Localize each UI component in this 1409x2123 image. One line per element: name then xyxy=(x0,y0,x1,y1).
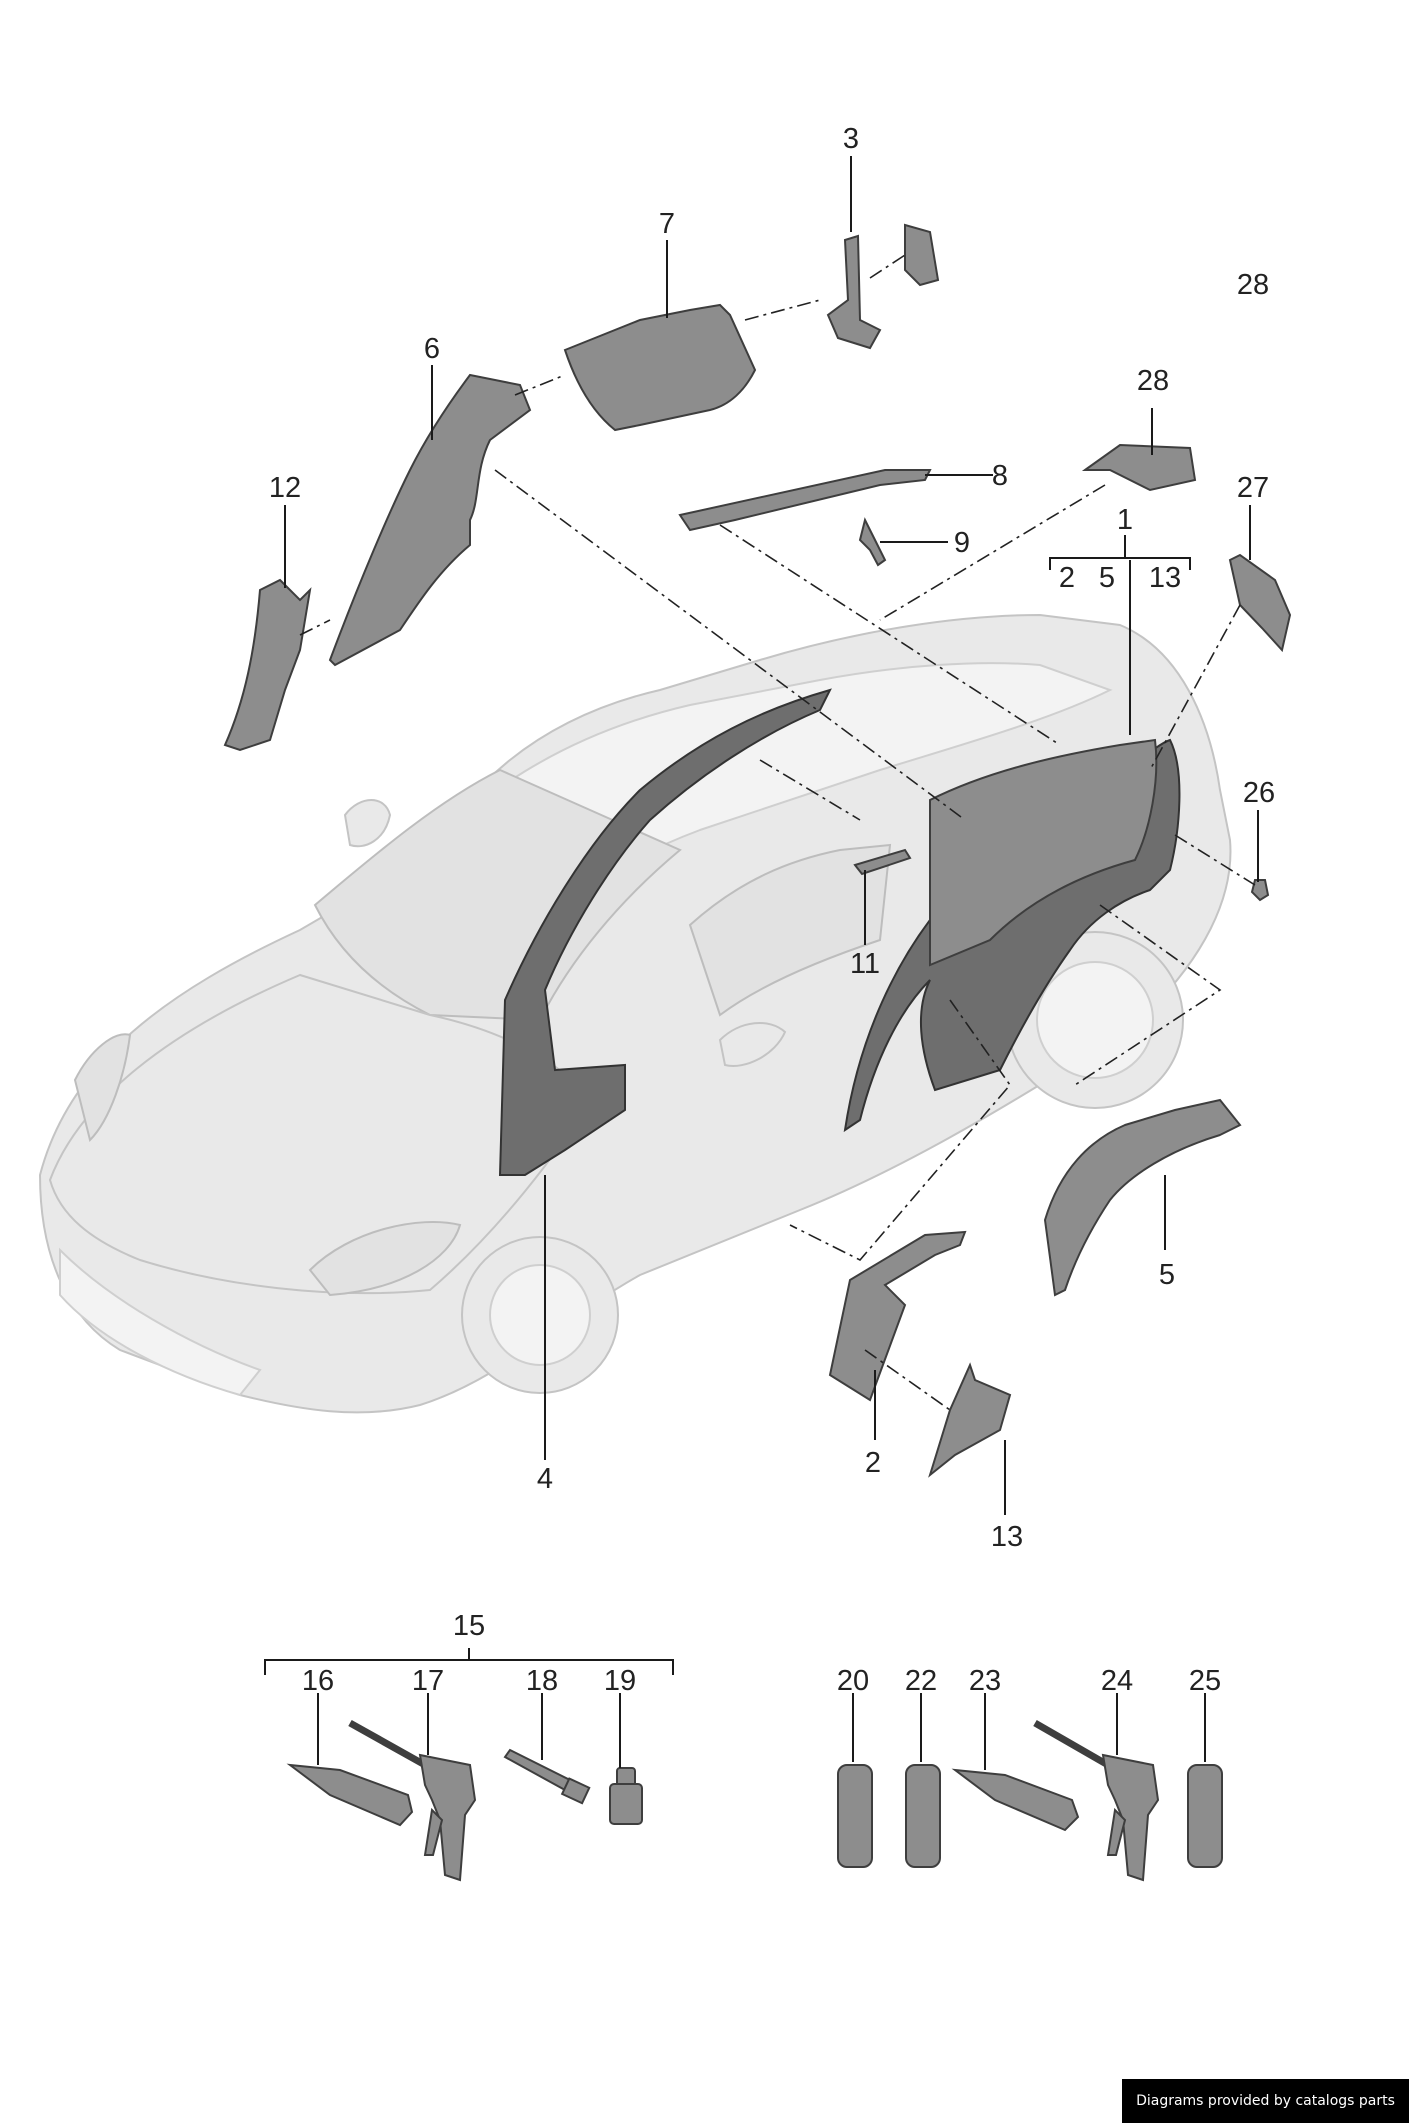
callout-27: 27 xyxy=(1237,472,1269,504)
part-4-a-pillar-frame xyxy=(498,688,832,1176)
part-9-bracket xyxy=(858,517,887,567)
part-18-nozzle xyxy=(503,1748,591,1805)
callout-4: 4 xyxy=(537,1463,553,1495)
group1-child-2: 2 xyxy=(1059,562,1075,594)
part-3-clip xyxy=(904,223,940,287)
group1-child-13: 13 xyxy=(1149,562,1181,594)
callout-28: 28 xyxy=(1137,365,1169,397)
part-22-cartridge xyxy=(905,1764,941,1868)
footer-credit: Diagrams provided by catalogs parts xyxy=(1122,2079,1409,2123)
callout-15: 15 xyxy=(453,1610,485,1642)
part-12-trim xyxy=(223,578,312,752)
part-6-pillar-reinforcement xyxy=(328,373,532,667)
callout-labels: 3 7 6 12 28 28 8 27 1 9 2 5 13 26 11 5 2… xyxy=(269,123,1275,1697)
part-23-tube xyxy=(951,1768,1080,1832)
callout-11: 11 xyxy=(850,948,880,980)
part-5-wheelhouse-liner xyxy=(1043,1098,1242,1297)
callout-8: 8 xyxy=(992,460,1008,492)
part-16-tube xyxy=(286,1763,414,1827)
part-19-cap xyxy=(609,1767,643,1825)
part-17-applicator-gun xyxy=(348,1719,477,1882)
callout-25: 25 xyxy=(1189,1665,1221,1697)
part-3-bracket xyxy=(826,234,882,350)
part-25-cartridge xyxy=(1187,1764,1223,1868)
part-26-clip xyxy=(1250,879,1270,902)
callout-20: 20 xyxy=(837,1665,869,1697)
callout-2: 2 xyxy=(865,1447,881,1479)
part-27-bracket xyxy=(1228,553,1292,653)
leader-lines xyxy=(264,156,1259,1770)
callout-26: 26 xyxy=(1243,777,1275,809)
part-13-reinforcement xyxy=(928,1362,1012,1478)
car-body-ghost xyxy=(38,613,1232,1414)
callout-17: 17 xyxy=(412,1665,444,1697)
part-20-cartridge xyxy=(837,1764,873,1868)
callout-12: 12 xyxy=(269,472,301,504)
callout-23: 23 xyxy=(969,1665,1001,1697)
part-28-bracket xyxy=(1081,443,1197,492)
callout-19: 19 xyxy=(604,1665,636,1697)
corner-label-28: 28 xyxy=(1237,269,1269,301)
callout-3: 3 xyxy=(843,123,859,155)
callout-22: 22 xyxy=(905,1665,937,1697)
assembly-lines xyxy=(299,254,1256,1411)
part-7-panel xyxy=(563,303,757,432)
callout-6: 6 xyxy=(424,333,440,365)
part-24-applicator-gun xyxy=(1033,1719,1160,1882)
part-1-rear-quarter xyxy=(929,738,1158,967)
part-2-reinforcement xyxy=(828,1230,967,1402)
callout-16: 16 xyxy=(302,1665,334,1697)
callout-13: 13 xyxy=(991,1521,1023,1553)
callout-18: 18 xyxy=(526,1665,558,1697)
callout-9: 9 xyxy=(954,527,970,559)
callout-7: 7 xyxy=(659,208,675,240)
callout-24: 24 xyxy=(1101,1665,1133,1697)
part-11-strut xyxy=(853,848,912,876)
callout-5: 5 xyxy=(1159,1259,1175,1291)
part-8-strip xyxy=(678,469,932,532)
callout-1: 1 xyxy=(1117,504,1133,536)
group1-child-5: 5 xyxy=(1099,562,1115,594)
